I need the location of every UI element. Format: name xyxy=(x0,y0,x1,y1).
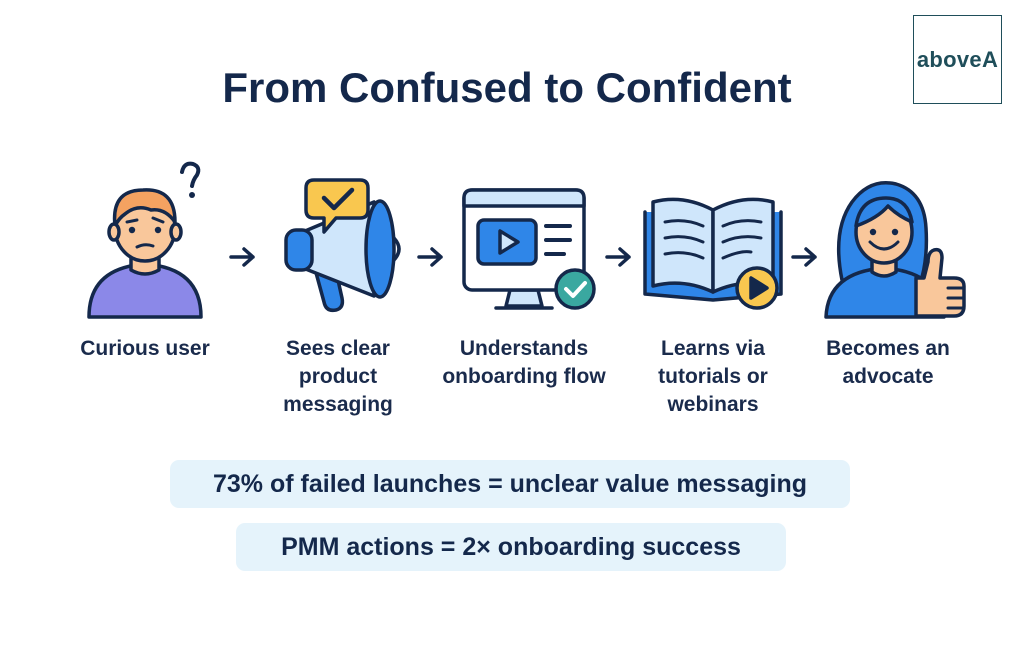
page-title: From Confused to Confident xyxy=(222,64,792,111)
arrow-right-icon xyxy=(417,247,443,267)
step-label: Curious user xyxy=(80,337,210,360)
logo-text: aboveA xyxy=(916,46,999,72)
stat-text: 73% of failed launches = unclear value m… xyxy=(213,469,807,498)
arrow-right-icon xyxy=(791,247,817,267)
video-screen-icon xyxy=(462,188,596,310)
stat-banner-pmm-actions: PMM actions = 2× onboarding success xyxy=(236,523,786,571)
step-label: Learns via tutorials or webinars xyxy=(658,337,768,416)
step-label: Sees clear product messaging xyxy=(283,337,393,416)
arrow-right-icon xyxy=(605,247,631,267)
book-video-icon xyxy=(643,197,783,310)
brand-logo: aboveA xyxy=(913,15,1002,104)
happy-person-thumbs-up-icon xyxy=(824,181,966,319)
stat-banner-failed-launches: 73% of failed launches = unclear value m… xyxy=(170,460,850,508)
confused-person-icon xyxy=(87,161,203,319)
step-label: Becomes an advocate xyxy=(826,337,950,388)
stat-text: PMM actions = 2× onboarding success xyxy=(281,532,741,561)
step-label: Understands onboarding flow xyxy=(442,337,606,388)
megaphone-icon xyxy=(284,178,401,313)
arrow-right-icon xyxy=(229,247,255,267)
